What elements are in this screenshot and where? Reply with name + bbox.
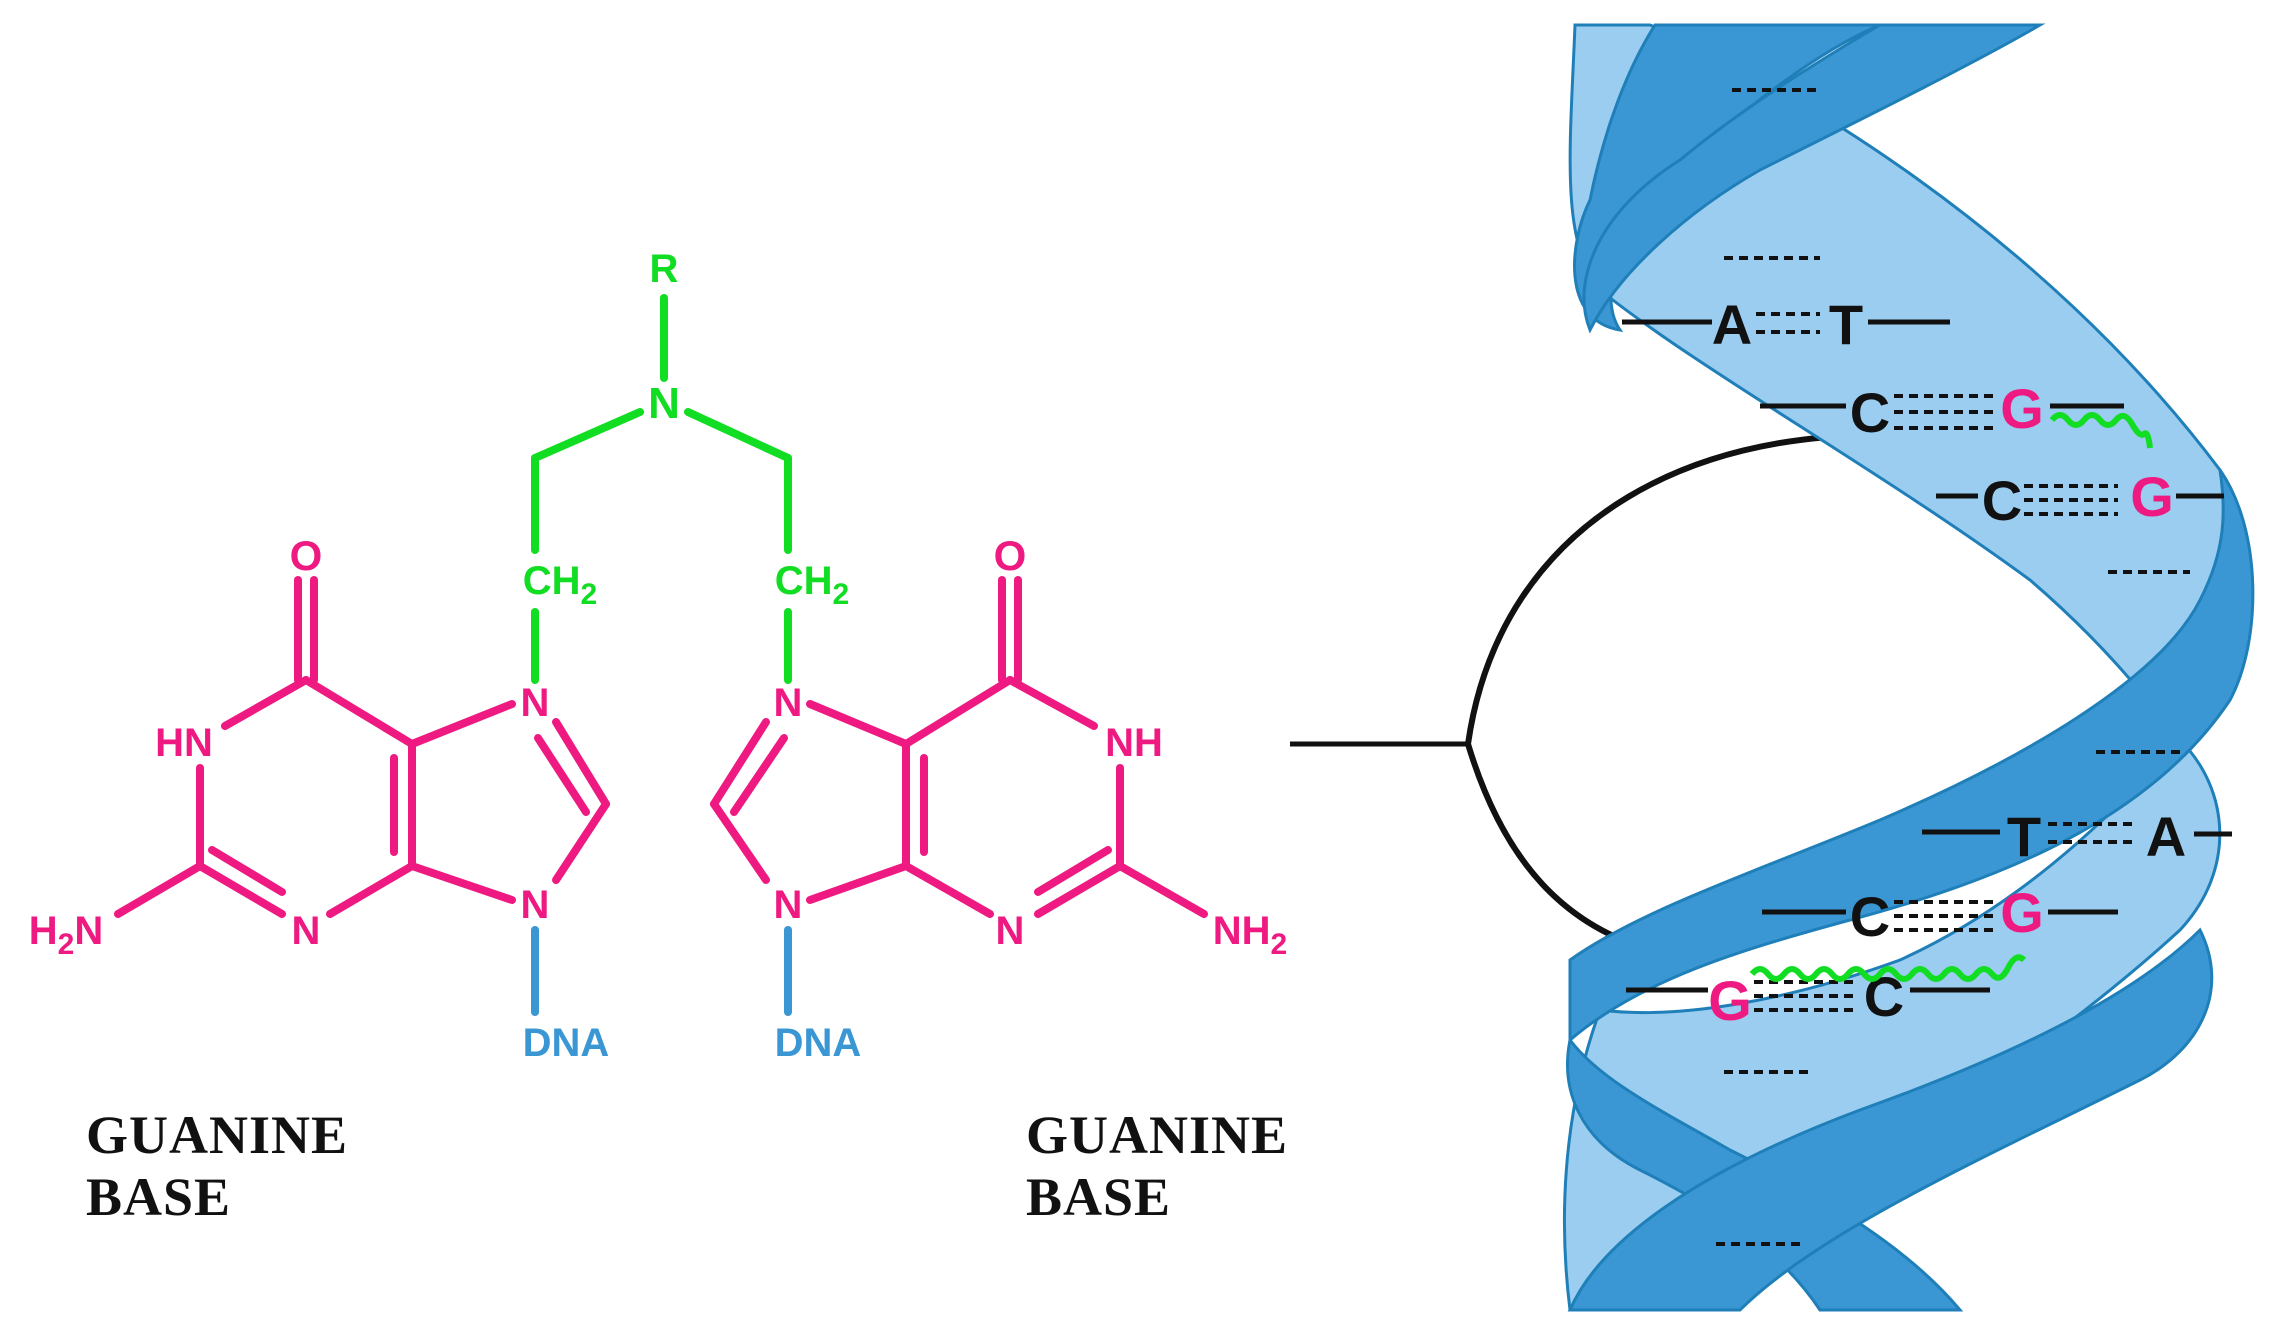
left-bond-c5-n7 [408,700,516,748]
left-n9-label: N [521,883,550,927]
left-dna-label: DNA [523,1021,610,1065]
left-bond-n7-c8-double [534,734,590,816]
ch2-right-subscript: 2 [833,578,850,611]
pair1-left-base: A [1712,293,1752,356]
pair4-left-base: T [2007,805,2041,868]
right-nh2-sub: 2 [1271,928,1288,961]
right-caption: GUANINE BASE [1026,1104,1288,1228]
helix-rungs [1716,88,2190,1246]
crosslink-wave-bottom [1749,954,2027,982]
right-caption-line1: GUANINE [1026,1105,1289,1165]
pair3-left-base: C [1982,469,2022,532]
right-bond-c8-n9 [710,800,770,884]
right-n3-label: N [996,909,1025,953]
right-n9-label: N [774,883,803,927]
right-nh-label: NH [1105,721,1163,765]
right-bond-c6-n1 [1006,676,1098,730]
pair4-right-base: A [2146,805,2186,868]
left-nh2-n: N [74,909,103,953]
left-guanine-structure: O HN H2N N N N DNA [29,532,610,1065]
pair6-left-base: G [1708,969,1752,1032]
left-bond-c2-nh2 [114,862,204,918]
left-n3-label: N [292,909,321,953]
right-bond-n3-c4 [902,862,994,918]
crosslink-wavy-lines [1749,412,2153,982]
r-group-label: R [650,247,679,291]
right-dna-label: DNA [775,1021,862,1065]
right-bond-c5-c6 [902,676,1014,748]
center-nitrogen-label: N [648,379,680,428]
helix-front-strand-middle [1568,469,2255,1044]
ch2-left-subscript: 2 [581,578,598,611]
crosslink-wave-top [2049,412,2153,449]
left-bond-c8-n9 [552,800,610,884]
left-n7-label: N [521,681,550,725]
pair5-left-base: C [1850,885,1890,948]
right-oxygen-label: O [994,532,1027,579]
right-guanine-structure: O NH NH2 N N N DNA [710,532,1287,1065]
left-hn-label: HN [155,721,213,765]
left-caption-line1: GUANINE [86,1105,349,1165]
left-bond-c2-n3 [196,862,286,918]
right-nh2-label: NH2 [1213,909,1287,961]
right-caption-line2: BASE [1026,1167,1172,1227]
right-bond-n7-c8-double [730,734,788,816]
pair3-right-base: G [2130,465,2174,528]
left-bond-n7-c8 [552,718,610,808]
nitrogen-mustard-linker: R N CH2 CH2 [523,247,849,684]
left-bond-c2-n3-double [208,846,286,896]
ch2-right-text: CH [775,559,833,603]
right-nh2-text: NH [1213,909,1271,953]
left-nh2-h: H [29,909,58,953]
right-bond-c2-nh2 [1116,862,1208,918]
left-bond-c5-c6 [302,676,416,748]
ch2-left-text: CH [523,559,581,603]
right-bond-n9-c4 [806,862,910,904]
bond-n-c-right [684,408,792,462]
ch2-left-label: CH2 [523,559,597,611]
helix-front-strand-bottom-band [1567,927,2214,1312]
left-nh2-label: H2N [29,909,103,961]
helix-front-strand-diagonal-top [1582,23,2046,334]
pair5-right-base: G [2000,881,2044,944]
left-bond-n9-c4 [408,862,516,904]
base-pairs: A T C G C G T A C G [1622,293,2232,1032]
left-bond-c6-n1 [221,676,310,730]
pair1-right-base: T [1829,293,1863,356]
dna-double-helix [1562,23,2255,1312]
right-bond-n7-c8 [710,718,770,808]
bond-n-c-left [531,408,644,462]
right-bond-c2-n3 [1034,862,1124,918]
left-caption: GUANINE BASE [86,1104,348,1228]
right-n7-label: N [774,681,803,725]
left-caption-line2: BASE [86,1167,232,1227]
pair2-right-base: G [2000,377,2044,440]
pair2-left-base: C [1850,381,1890,444]
left-bond-n3-c4 [326,862,416,918]
left-nh2-sub: 2 [58,928,75,961]
ch2-right-label: CH2 [775,559,849,611]
right-bond-c2-n3-double [1034,846,1112,896]
right-bond-c5-n7 [806,700,910,748]
left-oxygen-label: O [290,532,323,579]
